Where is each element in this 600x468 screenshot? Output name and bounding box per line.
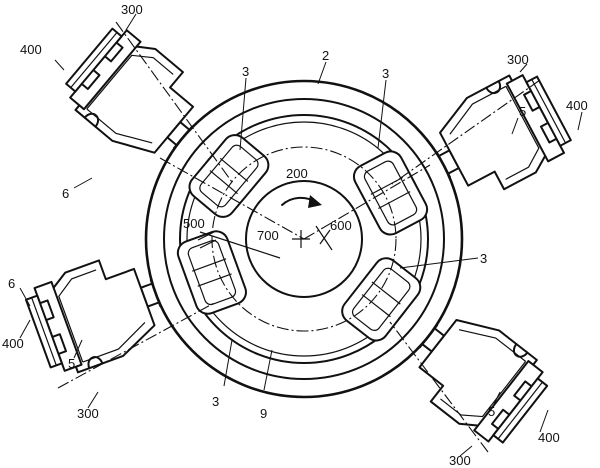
label-300-top-right: 300	[507, 52, 529, 67]
label-500: 500	[183, 216, 205, 231]
label-400-top-left: 400	[20, 42, 42, 57]
center-marks	[199, 225, 333, 259]
reference-labels: 300 400 2 3 3 300 400 5 6 200 500 600 70…	[2, 2, 588, 468]
label-6-left-upper: 6	[62, 186, 69, 201]
guide-circle	[211, 146, 397, 332]
label-400-right: 400	[566, 98, 588, 113]
label-3-top-right: 3	[382, 66, 389, 81]
label-5-left: 5	[68, 356, 75, 371]
holder-upper-left	[188, 134, 270, 218]
dimension-500	[197, 231, 217, 249]
holder-lower-right	[341, 257, 422, 342]
label-700: 700	[257, 228, 279, 243]
label-300-bottom: 300	[449, 453, 471, 468]
label-600: 600	[330, 218, 352, 233]
label-300-left: 300	[77, 406, 99, 421]
rotation-arrow	[281, 195, 322, 208]
label-200: 200	[286, 166, 308, 181]
label-300-top: 300	[121, 2, 143, 17]
label-3-top-left: 3	[242, 64, 249, 79]
label-3-right: 3	[480, 251, 487, 266]
leader-lines	[19, 13, 583, 457]
label-2: 2	[322, 48, 329, 63]
label-400-left: 400	[2, 336, 24, 351]
label-6-left: 6	[8, 276, 15, 291]
axes-300	[57, 21, 541, 453]
label-9: 9	[260, 406, 267, 421]
label-400-bottom: 400	[538, 430, 560, 445]
label-5-bottom-right: 5	[488, 404, 495, 419]
label-5-top-right: 5	[519, 104, 526, 119]
label-3-bottom: 3	[212, 394, 219, 409]
